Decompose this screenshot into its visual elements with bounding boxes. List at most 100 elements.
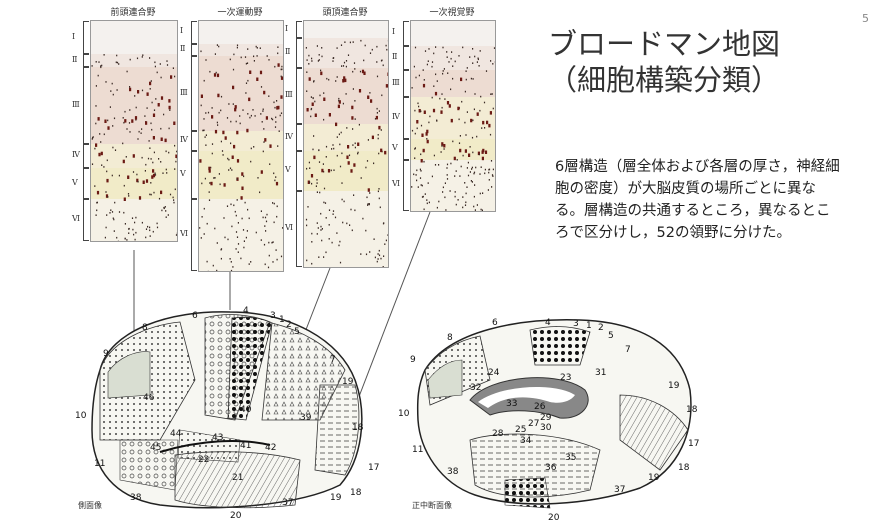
layer-band [199, 21, 283, 44]
svg-text:19: 19 [342, 377, 354, 387]
svg-text:9: 9 [103, 349, 109, 359]
neuron-texture [411, 46, 495, 211]
layer-brace [403, 159, 409, 211]
svg-text:7: 7 [330, 355, 336, 365]
svg-text:33: 33 [506, 399, 517, 409]
layer-label: Ⅲ [180, 87, 188, 97]
layer-brace [83, 168, 89, 200]
layer-band [91, 21, 177, 54]
svg-text:25: 25 [515, 425, 526, 435]
layer-brace [191, 131, 197, 151]
layer-brace [191, 43, 197, 56]
svg-text:17: 17 [368, 463, 379, 473]
layer-label: Ⅳ [285, 131, 293, 141]
page-number: 5 [862, 12, 869, 25]
layer-label: Ⅲ [285, 90, 293, 100]
svg-text:6: 6 [492, 318, 498, 328]
layer-brace [403, 21, 409, 46]
layer-brace [191, 56, 197, 131]
layer-label: Ⅱ [285, 46, 291, 56]
svg-text:42: 42 [265, 443, 276, 453]
svg-text:11: 11 [94, 459, 105, 469]
svg-text:38: 38 [130, 493, 142, 503]
layer-column-image [303, 20, 389, 268]
svg-text:32: 32 [470, 383, 481, 393]
svg-text:19: 19 [648, 473, 660, 483]
svg-text:8: 8 [142, 323, 148, 333]
svg-text:22: 22 [198, 455, 209, 465]
layer-brace [403, 70, 409, 97]
svg-text:20: 20 [230, 511, 242, 521]
layer-band [304, 21, 388, 39]
layer-label: Ⅱ [392, 52, 398, 62]
svg-text:23: 23 [560, 373, 571, 383]
layer-label: Ⅰ [72, 31, 76, 41]
svg-text:4: 4 [545, 318, 551, 328]
layer-brace [191, 21, 197, 44]
layer-brace [296, 67, 302, 125]
svg-text:19: 19 [668, 381, 680, 391]
svg-text:43: 43 [212, 433, 223, 443]
layer-band [411, 21, 495, 46]
svg-text:8: 8 [447, 333, 453, 343]
column-label: 一次運動野 [217, 8, 263, 18]
layer-label: Ⅳ [72, 150, 80, 160]
layer-column-image [90, 20, 178, 242]
svg-text:18: 18 [686, 405, 698, 415]
layer-label: Ⅰ [392, 27, 396, 37]
layer-label: Ⅴ [180, 168, 186, 178]
layer-band [411, 159, 495, 211]
layer-brace [403, 45, 409, 71]
title-line-2: （細胞構築分類） [548, 63, 781, 97]
neuron-texture [305, 39, 388, 267]
svg-text:31: 31 [595, 368, 606, 378]
svg-text:10: 10 [398, 409, 410, 419]
medial-caption: 正中断面像 [412, 500, 452, 510]
svg-text:7: 7 [625, 345, 631, 355]
svg-text:20: 20 [548, 513, 560, 521]
svg-text:5: 5 [294, 327, 300, 337]
svg-text:17: 17 [688, 439, 699, 449]
layer-band [411, 138, 495, 160]
layer-brace [83, 67, 89, 145]
svg-text:40: 40 [240, 405, 252, 415]
svg-text:36: 36 [545, 463, 557, 473]
layer-brace [83, 21, 89, 54]
layer-brace [83, 54, 89, 68]
svg-text:19: 19 [330, 493, 342, 503]
svg-text:37: 37 [614, 485, 625, 495]
svg-text:45: 45 [150, 443, 161, 453]
svg-text:2: 2 [598, 323, 604, 333]
svg-text:6: 6 [192, 311, 198, 321]
svg-text:18: 18 [352, 423, 364, 433]
svg-text:28: 28 [492, 429, 504, 439]
layer-brace [296, 38, 302, 68]
svg-text:21: 21 [232, 473, 243, 483]
layer-label: Ⅵ [180, 228, 189, 238]
layer-label: Ⅱ [72, 54, 78, 64]
svg-text:38: 38 [447, 467, 459, 477]
layer-label: Ⅰ [180, 26, 184, 36]
svg-text:24: 24 [488, 368, 500, 378]
neuron-texture [199, 44, 283, 271]
layer-label: Ⅵ [72, 214, 81, 224]
layer-band [199, 131, 283, 151]
title-line-1: ブロードマン地図 [548, 27, 781, 61]
layer-label: Ⅴ [392, 143, 398, 153]
layer-label: Ⅴ [285, 165, 291, 175]
layer-band [411, 70, 495, 97]
svg-text:11: 11 [412, 445, 423, 455]
layer-brace [83, 144, 89, 169]
svg-text:39: 39 [300, 413, 312, 423]
layer-label: Ⅴ [72, 177, 78, 187]
layer-brace [296, 151, 302, 191]
lateral-caption: 側面像 [78, 500, 102, 510]
svg-text:26: 26 [534, 402, 546, 412]
layer-column-image [198, 20, 284, 272]
svg-text:10: 10 [75, 411, 87, 421]
svg-text:3: 3 [573, 319, 579, 329]
layer-brace [403, 97, 409, 139]
column-label: 一次視覚野 [429, 8, 475, 18]
